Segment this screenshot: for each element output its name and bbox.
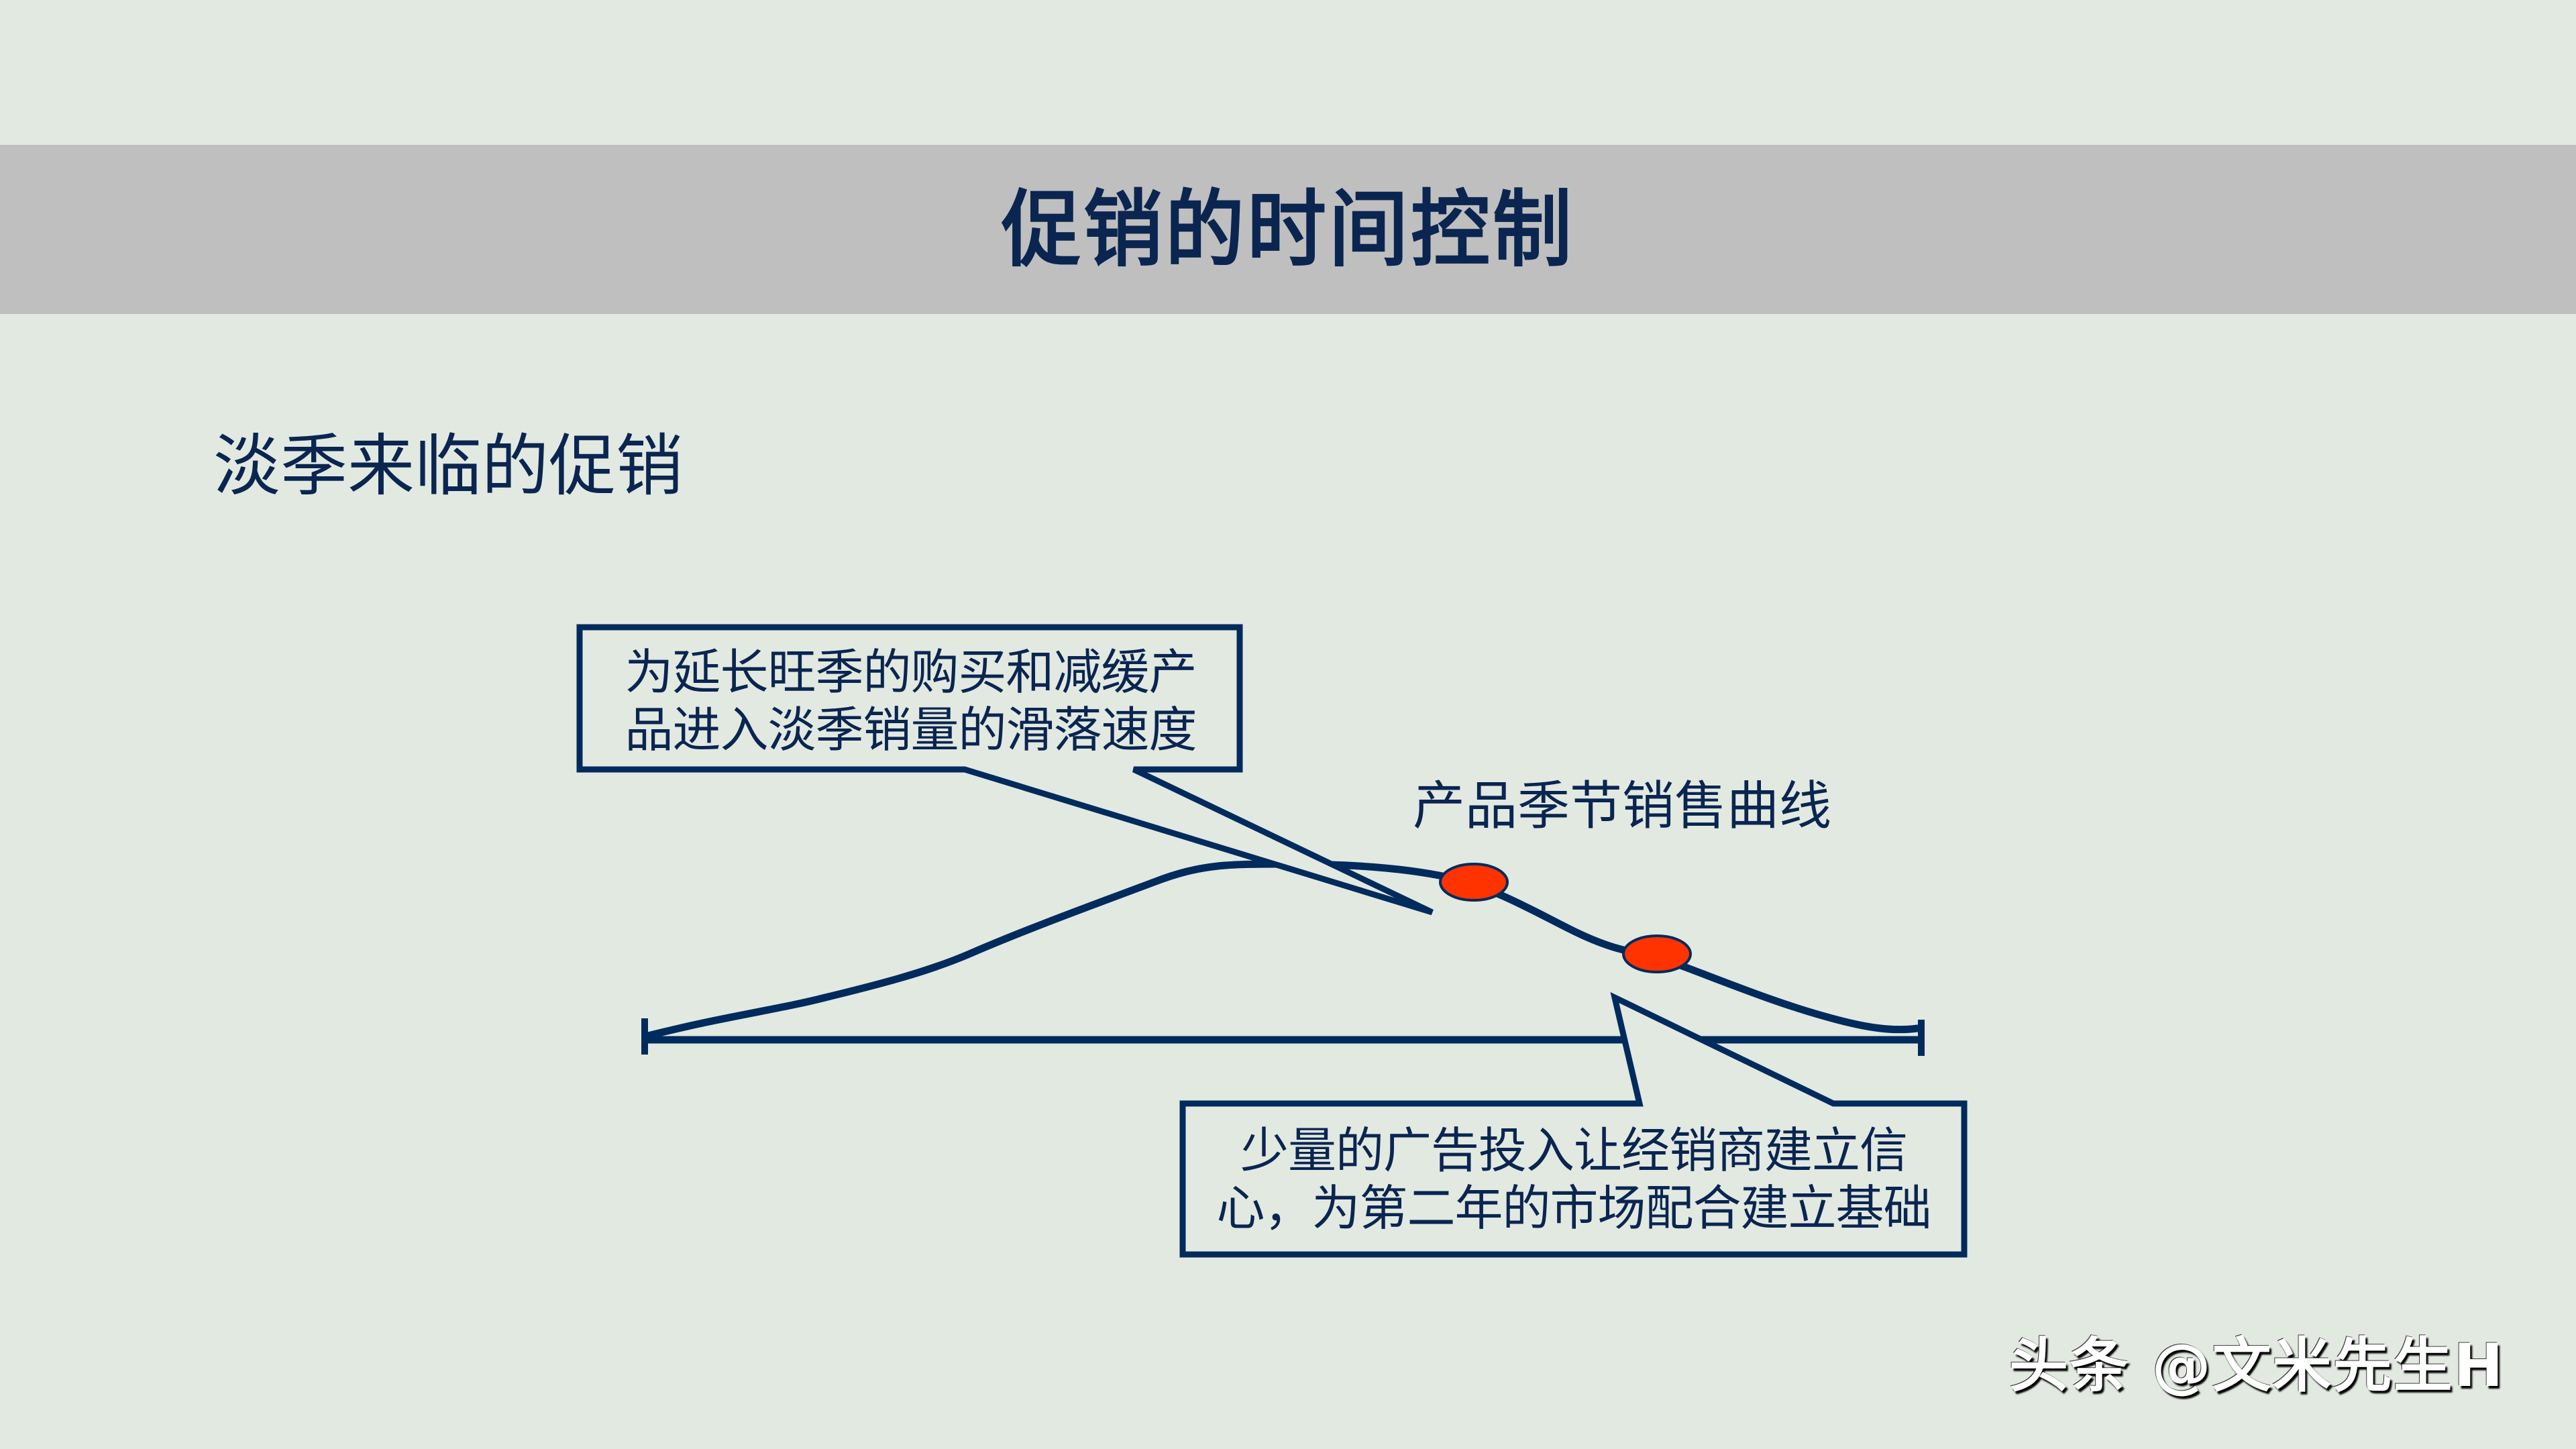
marker-dot-2 — [1622, 934, 1692, 973]
curve-label: 产品季节销售曲线 — [1413, 776, 1832, 837]
slide-subtitle: 淡季来临的促销 — [213, 427, 683, 505]
seasonal-sales-curve — [641, 860, 1921, 1040]
callout-1-label: 为延长旺季的购买和减缓产品进入淡季销量的滑落速度 — [625, 643, 1197, 758]
slide-title: 促销的时间控制 — [1001, 180, 1574, 278]
callout-2-text: 少量的广告投入让经销商建立信心，为第二年的市场配合建立基础 — [1187, 1107, 1960, 1252]
callout-1-text: 为延长旺季的购买和减缓产品进入淡季销量的滑落速度 — [584, 632, 1238, 769]
title-band: 促销的时间控制 — [0, 145, 2576, 314]
callout-2-label: 少量的广告投入让经销商建立信心，为第二年的市场配合建立基础 — [1216, 1122, 1931, 1236]
callout-2-box — [1179, 991, 1968, 1258]
callout-1-box — [576, 624, 1434, 916]
marker-dot-1 — [1439, 863, 1509, 902]
time-axis — [641, 1018, 1925, 1056]
watermark: 头条 @文米先生H — [2009, 1331, 2505, 1400]
